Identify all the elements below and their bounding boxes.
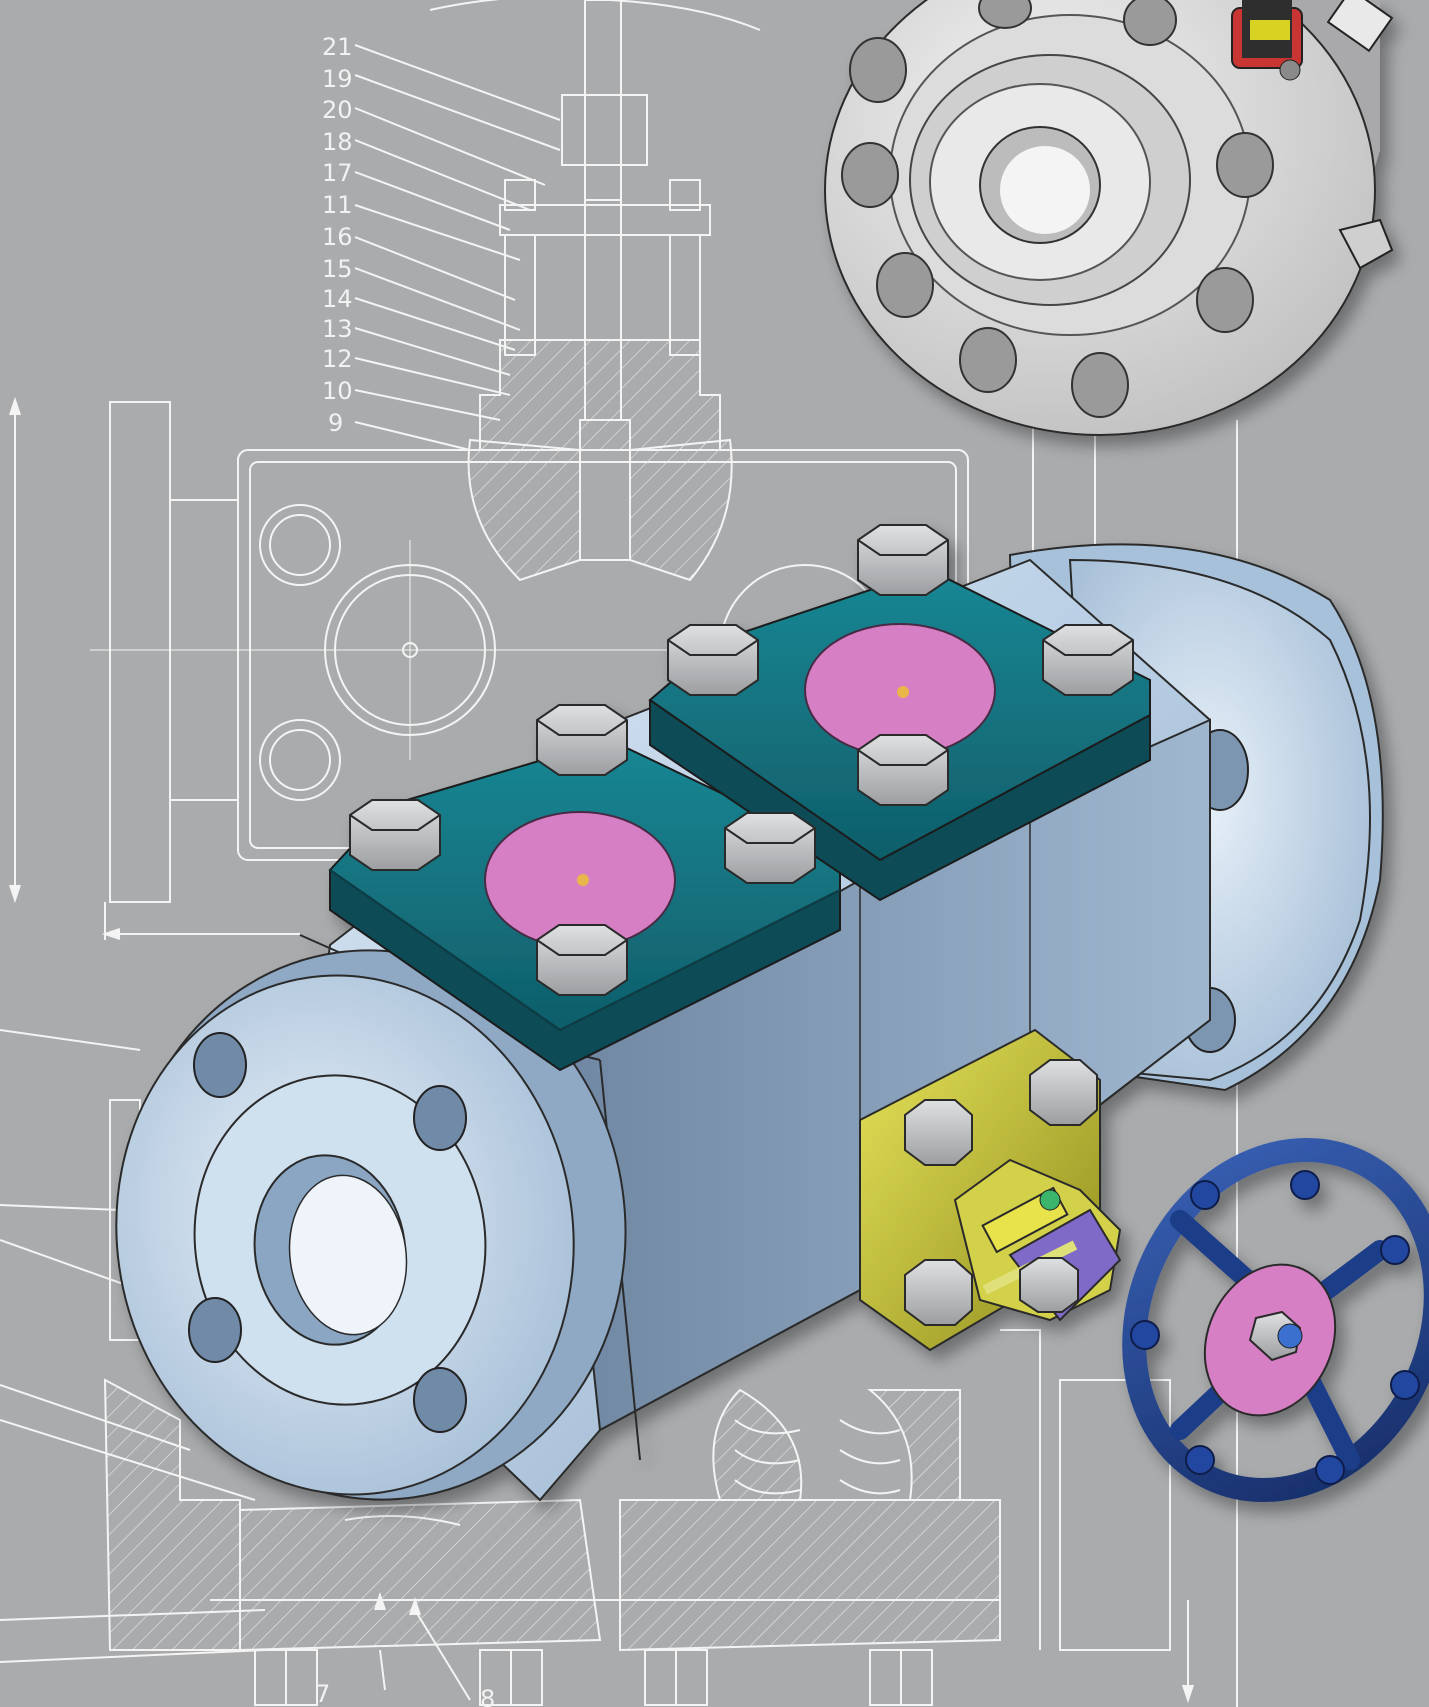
plug-icon: [1338, 218, 1394, 270]
bolt-hole: [841, 0, 1274, 418]
part-number: 17: [322, 159, 353, 187]
part-number: 10: [322, 377, 353, 405]
left-flange: [115, 949, 627, 1501]
bolt-hole: [188, 1032, 467, 1433]
part-number-list: 21 19 20 18 17 11 16 15 14 13 12 10 9 7 …: [315, 33, 495, 1707]
part-number: 21: [322, 33, 353, 61]
cover-plate-left: [328, 738, 841, 1072]
hex-bolt-icon: [1042, 624, 1134, 696]
part-number: 16: [322, 223, 353, 251]
part-number: 19: [322, 65, 353, 93]
part-number: 15: [322, 255, 353, 283]
instrument-flange: [824, 0, 1394, 436]
hex-bolt-icon: [904, 1059, 1098, 1326]
part-number: 8: [480, 1685, 495, 1707]
needle-valve: [859, 1028, 1122, 1352]
part-number: 9: [328, 409, 343, 437]
technical-drawing-background: [0, 0, 1238, 1707]
hex-bolt-icon: [724, 812, 816, 884]
handwheel-icon: [1122, 1137, 1429, 1503]
hex-bolt-icon: [536, 924, 628, 996]
part-number: 20: [322, 96, 353, 124]
part-number: 13: [322, 315, 353, 343]
double-block-and-bleed-valve: [115, 524, 1429, 1503]
hex-bolt-icon: [667, 624, 759, 696]
part-number: 7: [315, 1680, 330, 1707]
part-number: 18: [322, 128, 353, 156]
hex-bolt-icon: [349, 799, 441, 871]
hex-bolt-icon: [536, 704, 628, 776]
part-number: 12: [322, 345, 353, 373]
hex-bolt-icon: [857, 524, 949, 596]
cover-bolts: [349, 524, 1134, 996]
part-number: 14: [322, 285, 353, 313]
hex-bolt-icon: [857, 734, 949, 806]
part-number: 11: [322, 191, 353, 219]
bleed-fitting: [1231, 0, 1394, 81]
